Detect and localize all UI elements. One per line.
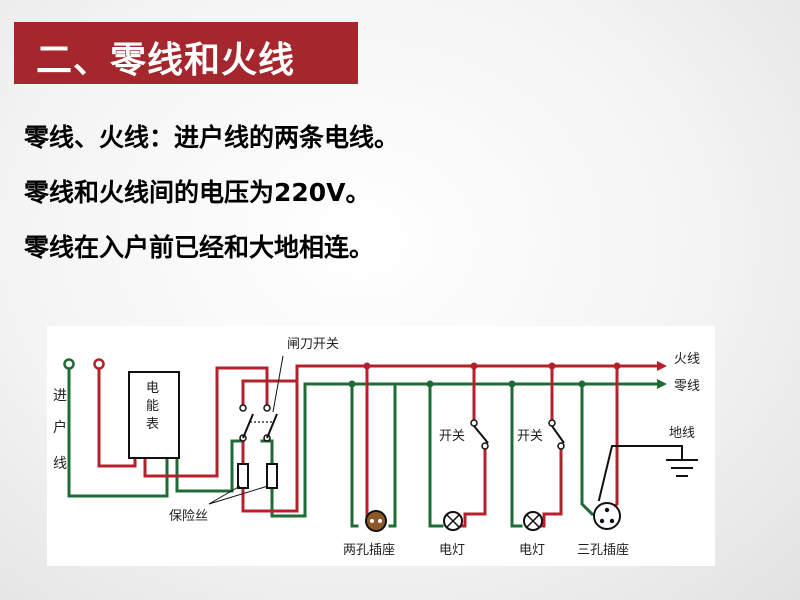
- live-terminal: [93, 358, 105, 370]
- switch-2: [548, 419, 565, 450]
- fuse-label: 保险丝: [169, 509, 208, 524]
- live-junctions: [363, 362, 621, 370]
- fuses: [208, 463, 278, 505]
- neutral-junctions: [348, 380, 586, 388]
- meter-label-3: 表: [146, 417, 159, 432]
- switch-1-label: 开关: [439, 429, 465, 444]
- lamp-1-label: 电灯: [439, 543, 465, 558]
- title-banner: 二、零线和火线: [14, 22, 358, 84]
- two-hole-socket: [365, 510, 387, 532]
- live-wire-label: 火线: [674, 352, 700, 367]
- meter-label-2: 能: [146, 399, 159, 414]
- ground-wire-label: 地线: [669, 426, 695, 441]
- slide-title: 二、零线和火线: [36, 40, 296, 81]
- wiring-diagram: 进 户 线 电 能 表 闸刀开关 火线 零线 地线 开关 开关 保险丝 两孔插座…: [47, 326, 715, 566]
- incoming-label-2: 户: [53, 419, 67, 436]
- electric-meter-box: [128, 371, 180, 459]
- neutral-wire-label: 零线: [674, 379, 700, 394]
- incoming-label-3: 线: [53, 456, 67, 472]
- live-wire-path: [97, 364, 659, 528]
- three-hole-socket: [593, 502, 621, 530]
- lamp-2-label: 电灯: [519, 543, 545, 558]
- incoming-label-1: 进: [53, 388, 67, 404]
- text-line-3: 零线在入户前已经和大地相连。: [24, 233, 375, 262]
- ground-wire-path: [597, 445, 698, 502]
- wiring-diagram-svg: 进 户 线 电 能 表 闸刀开关 火线 零线 地线 开关 开关 保险丝 两孔插座…: [53, 337, 700, 558]
- two-hole-socket-label: 两孔插座: [343, 543, 395, 558]
- live-arrow: [657, 361, 667, 371]
- knife-switch: [239, 355, 284, 442]
- lamp-1: [443, 511, 463, 531]
- knife-switch-label: 闸刀开关: [287, 337, 339, 352]
- lamp-2: [523, 511, 543, 531]
- switch-2-label: 开关: [517, 429, 543, 444]
- meter-label-1: 电: [146, 381, 159, 396]
- switch-1: [470, 419, 489, 450]
- neutral-terminal: [63, 358, 75, 370]
- neutral-arrow: [657, 379, 667, 389]
- text-line-2: 零线和火线间的电压为220V。: [24, 178, 371, 207]
- three-hole-socket-label: 三孔插座: [577, 543, 629, 558]
- neutral-wire-path: [67, 364, 659, 528]
- text-line-1: 零线、火线：进户线的两条电线。: [24, 123, 400, 152]
